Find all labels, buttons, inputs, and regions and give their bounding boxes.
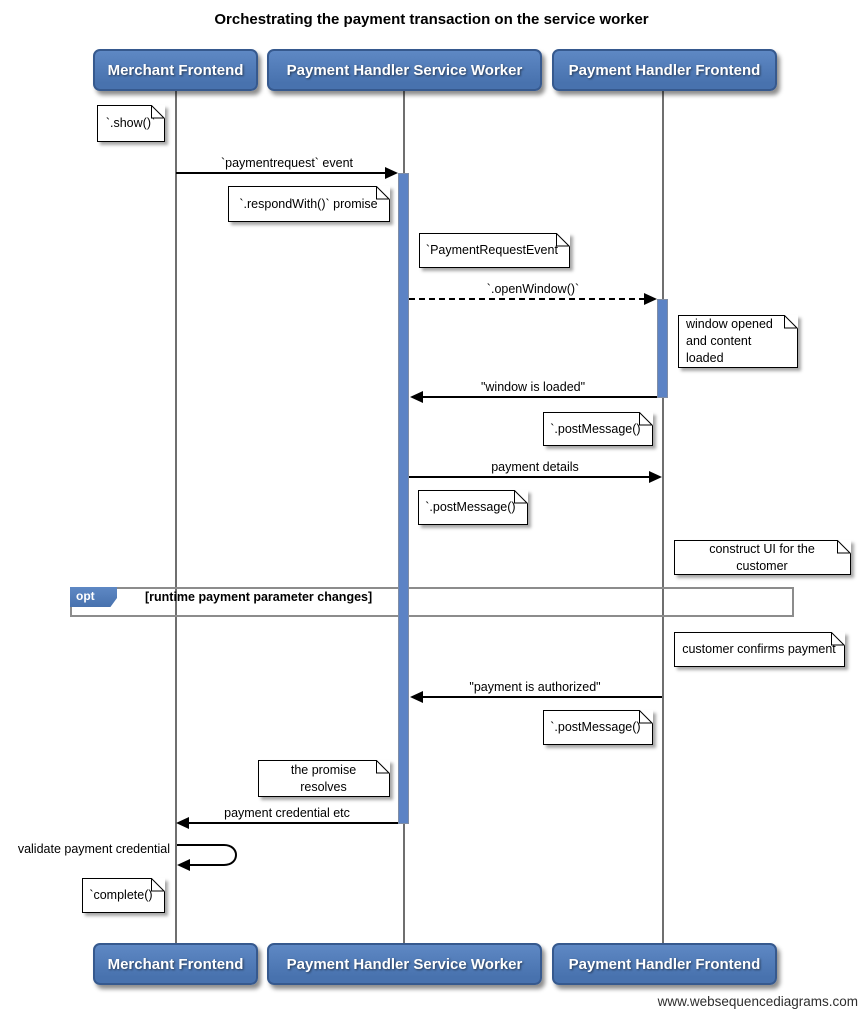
actor-payment-handler-service-worker-top: Payment Handler Service Worker: [267, 49, 542, 91]
self-message-loop: [177, 844, 237, 871]
message-label-payment-details: payment details: [491, 460, 579, 474]
note-ear-icon: [376, 760, 390, 774]
note-complete: `complete()`: [82, 878, 165, 913]
note-promise-resolves: the promise resolves: [258, 760, 390, 797]
note-construct-ui: construct UI for the customer: [674, 540, 851, 575]
actor-label: Payment Handler Frontend: [568, 61, 761, 79]
lifeline-payment-handler-frontend: [662, 91, 664, 943]
note-ear-icon: [784, 315, 798, 329]
actor-payment-handler-frontend-bottom: Payment Handler Frontend: [552, 943, 777, 985]
arrowhead-right-icon: [649, 471, 662, 483]
note-postmessage-2: `.postMessage()`: [418, 490, 528, 525]
note-respondwith-promise: `.respondWith()` promise: [228, 186, 390, 222]
note-text: `PaymentRequestEvent`: [425, 243, 563, 258]
note-ear-icon: [831, 632, 845, 646]
message-label-payment-credential-etc: payment credential etc: [224, 806, 350, 820]
note-postmessage-3: `.postMessage()`: [543, 710, 653, 745]
opt-frame-tab: opt: [70, 587, 117, 607]
note-text: `.postMessage()`: [550, 720, 645, 735]
note-window-opened: window opened and content loaded: [678, 315, 798, 368]
watermark-websequencediagrams: www.websequencediagrams.com: [657, 994, 858, 1009]
message-line-window-is-loaded: [422, 396, 657, 398]
arrowhead-left-icon: [176, 817, 189, 829]
message-line-payment-credential-etc: [188, 822, 398, 824]
note-ear-icon: [514, 490, 528, 504]
message-label-paymentrequest-event: `paymentrequest` event: [220, 156, 354, 170]
diagram-title: Orchestrating the payment transaction on…: [214, 11, 649, 28]
actor-label: Payment Handler Service Worker: [286, 955, 523, 973]
actor-label: Payment Handler Service Worker: [286, 61, 523, 79]
actor-label: Payment Handler Frontend: [568, 955, 761, 973]
arrowhead-left-icon: [410, 691, 423, 703]
note-postmessage-1: `.postMessage()`: [543, 412, 653, 446]
actor-merchant-frontend-top: Merchant Frontend: [93, 49, 258, 91]
note-text: the promise resolves: [290, 762, 357, 794]
note-customer-confirms: customer confirms payment: [674, 632, 845, 667]
message-line-paymentrequest-event: [176, 172, 388, 174]
actor-label: Merchant Frontend: [107, 61, 244, 79]
message-line-payment-details: [409, 476, 650, 478]
arrowhead-left-icon: [410, 391, 423, 403]
note-text: construct UI for the customer: [709, 541, 815, 573]
note-ear-icon: [639, 412, 653, 426]
note-text: `.respondWith()` promise: [239, 196, 378, 211]
note-text: `.show()`: [105, 116, 156, 131]
activation-payment-handler-frontend: [657, 299, 668, 398]
note-ear-icon: [151, 105, 165, 119]
actor-payment-handler-frontend-top: Payment Handler Frontend: [552, 49, 777, 91]
activation-service-worker: [398, 173, 409, 824]
actor-merchant-frontend-bottom: Merchant Frontend: [93, 943, 258, 985]
actor-label: Merchant Frontend: [107, 955, 244, 973]
note-text: `.postMessage()`: [425, 500, 520, 515]
message-line-openwindow: [409, 298, 645, 300]
note-show: `.show()`: [97, 105, 165, 142]
message-label-openwindow: `.openWindow()`: [486, 282, 580, 296]
note-ear-icon: [639, 710, 653, 724]
note-ear-icon: [556, 233, 570, 247]
arrowhead-right-icon: [385, 167, 398, 179]
message-label-validate-payment-credential: validate payment credential: [17, 842, 170, 856]
note-ear-icon: [376, 186, 390, 200]
actor-payment-handler-service-worker-bottom: Payment Handler Service Worker: [267, 943, 542, 985]
opt-frame-condition: [runtime payment parameter changes]: [145, 590, 373, 604]
lifeline-merchant-frontend: [175, 91, 177, 943]
message-label-window-is-loaded: "window is loaded": [480, 380, 586, 394]
note-ear-icon: [151, 878, 165, 892]
note-text: customer confirms payment: [682, 642, 836, 657]
arrowhead-right-icon: [644, 293, 657, 305]
message-label-payment-is-authorized: "payment is authorized": [469, 680, 601, 694]
note-paymentrequestevent: `PaymentRequestEvent`: [419, 233, 570, 268]
note-text: window opened and content loaded: [686, 317, 773, 365]
note-text: `complete()`: [89, 888, 157, 903]
note-text: `.postMessage()`: [550, 421, 645, 436]
message-line-payment-is-authorized: [422, 696, 662, 698]
note-ear-icon: [837, 540, 851, 554]
